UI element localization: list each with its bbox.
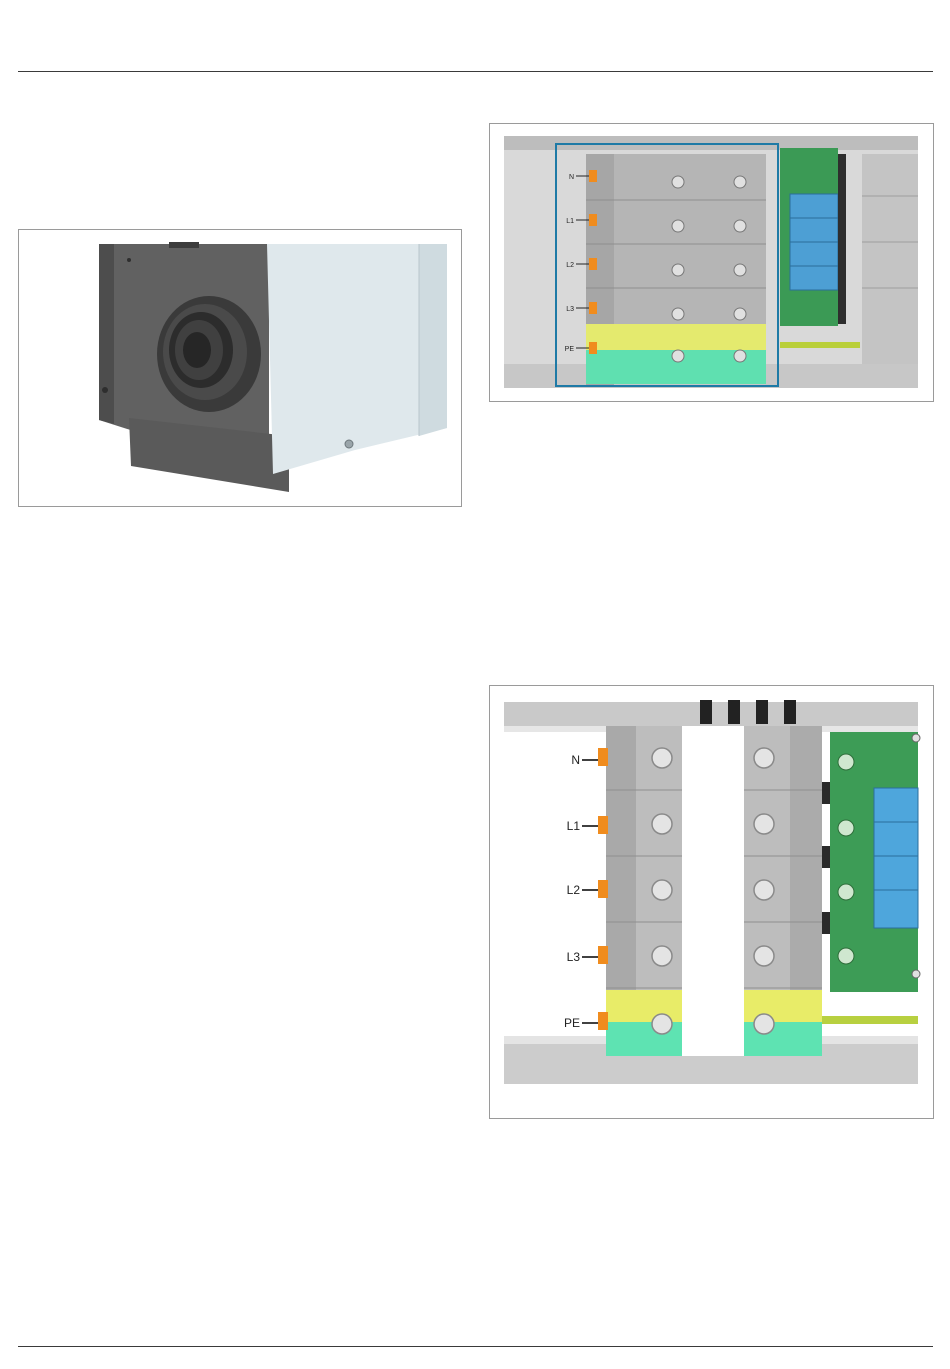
header-rule	[18, 71, 933, 72]
figure-terminal-overview: N L1 L2 L3 PE	[489, 123, 934, 402]
label-pe: PE	[564, 1016, 580, 1030]
terminal-overview-illustration: N L1 L2 L3 PE	[490, 124, 933, 401]
label-pe: PE	[565, 346, 575, 353]
screw-icon	[345, 440, 353, 448]
figure-cable-gland	[18, 229, 462, 507]
label-l2: L2	[566, 262, 574, 269]
label-l3: L3	[566, 306, 574, 313]
label-l2: L2	[567, 883, 581, 897]
label-n: N	[569, 174, 574, 181]
label-n: N	[571, 753, 580, 767]
label-l1: L1	[567, 819, 581, 833]
footer-rule	[18, 1346, 933, 1347]
cable-gland-illustration	[19, 230, 461, 506]
terminal-detail-illustration: N L1 L2 L3 PE	[490, 686, 933, 1118]
figure-terminal-detail: N L1 L2 L3 PE	[489, 685, 934, 1119]
label-l3: L3	[567, 950, 581, 964]
cable-gland-icon	[157, 296, 261, 412]
label-l1: L1	[566, 218, 574, 225]
